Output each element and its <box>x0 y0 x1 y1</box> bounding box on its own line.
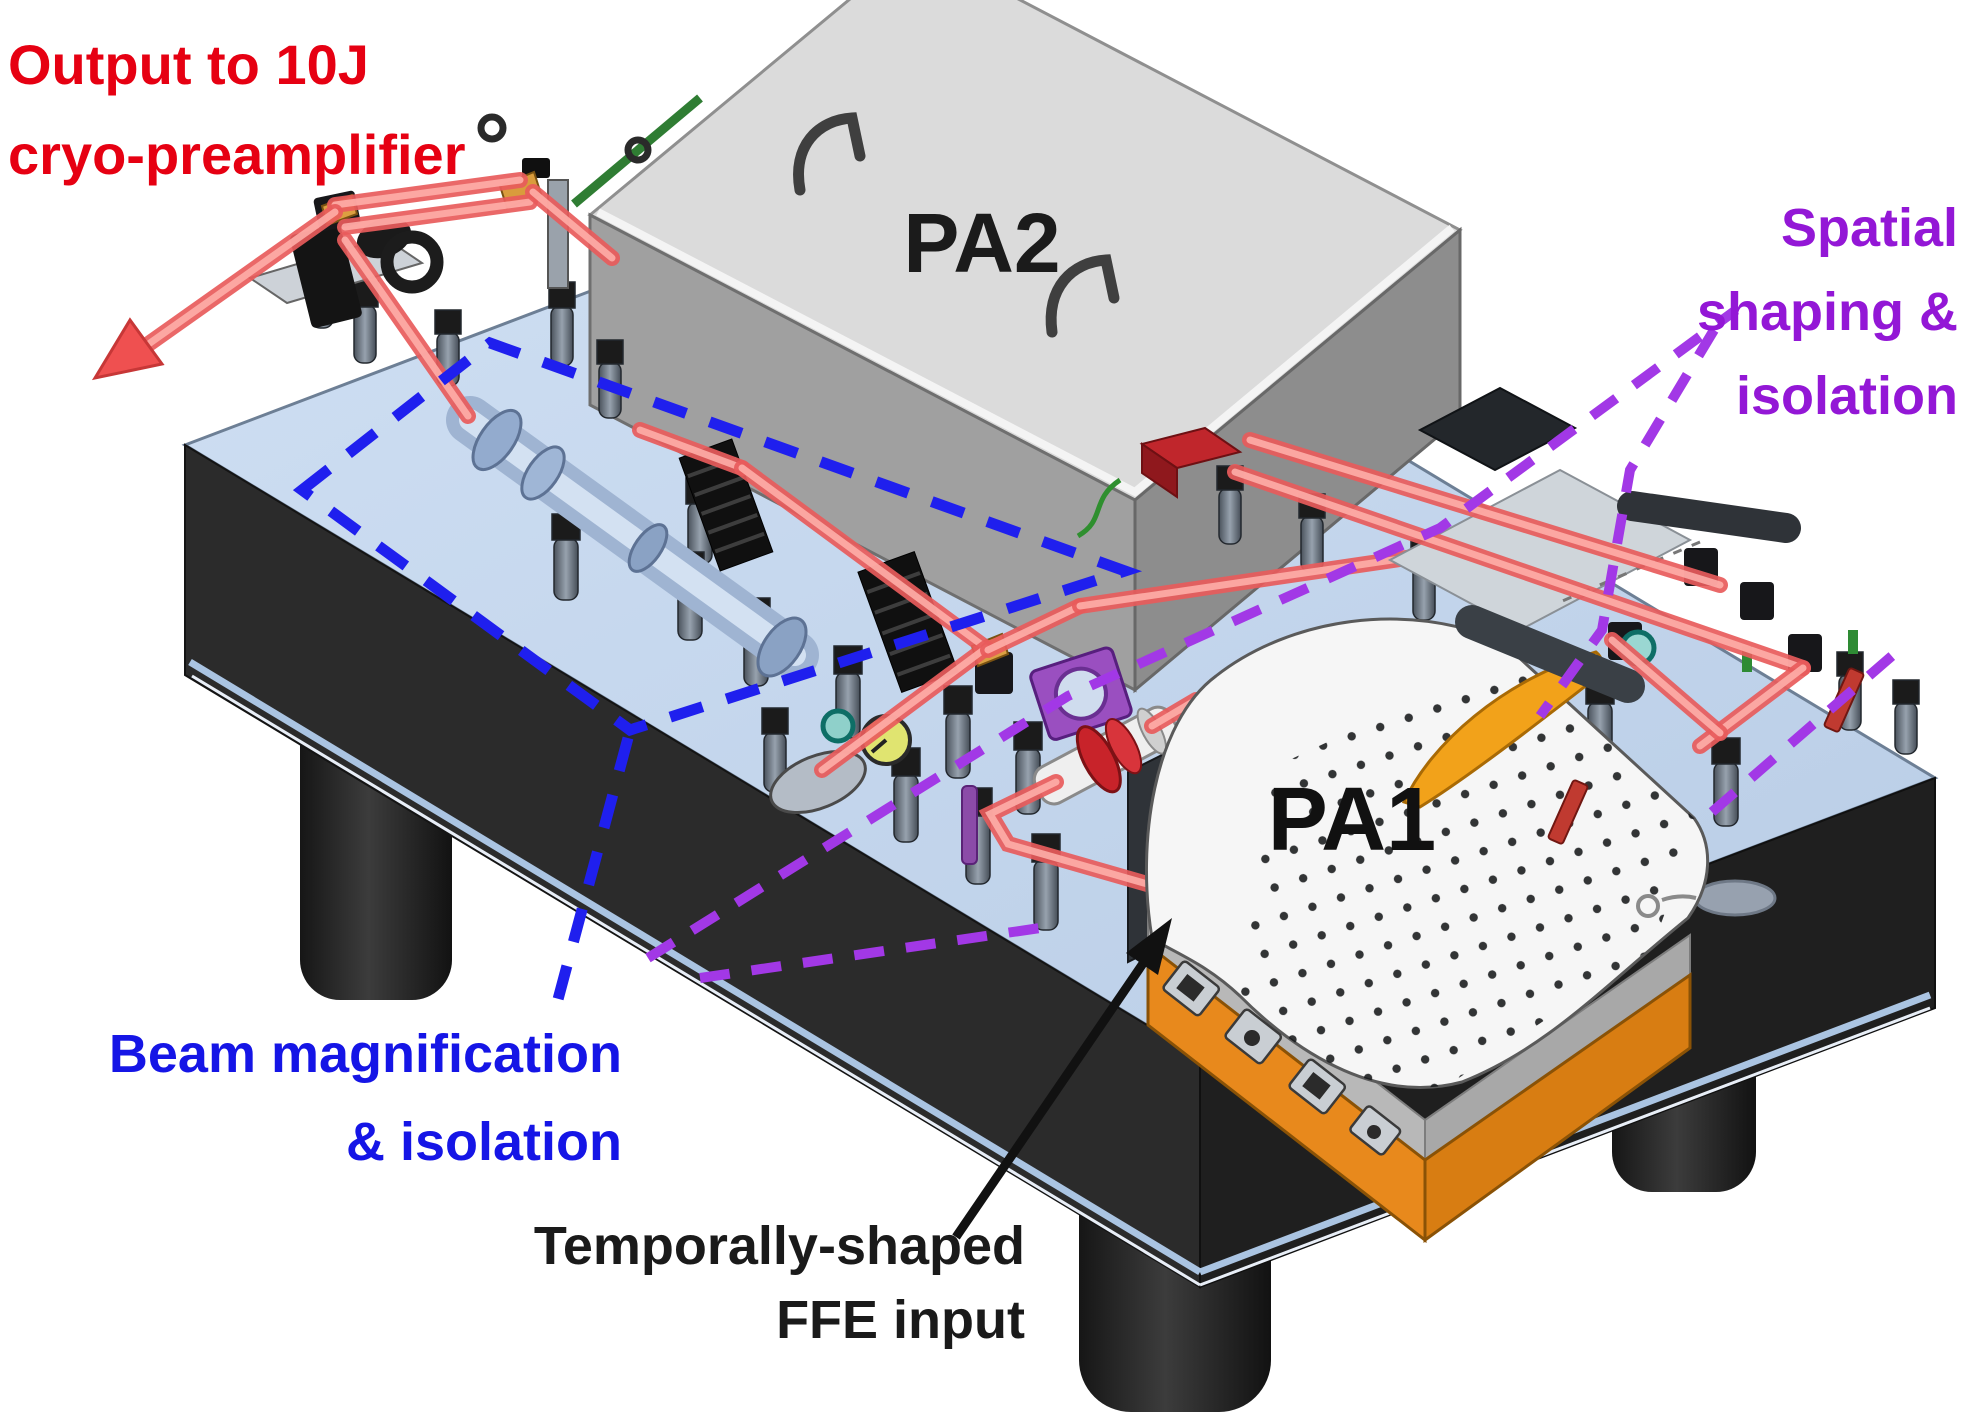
lens-ring-mount <box>380 230 444 294</box>
beam-magnification-label-line2: & isolation <box>346 1112 622 1172</box>
pa2-pcb-strip <box>571 94 703 208</box>
green-optic-tab <box>1742 646 1752 672</box>
pa2-handle <box>793 112 866 196</box>
purple-dashed-region <box>645 305 1912 983</box>
output-label-line1: Output to 10J <box>8 33 369 96</box>
ffe-input-arrow <box>952 918 1172 1240</box>
telescope-flange <box>471 408 523 472</box>
pa2-eyebolt <box>477 113 507 143</box>
dark-lens-tube-upper <box>1617 491 1801 543</box>
pa1-orange-base-right <box>1423 972 1692 1243</box>
pa2-eyebolt <box>624 136 652 164</box>
spatial-label-line1: Spatial <box>1781 198 1958 258</box>
pa2-label: PA2 <box>903 196 1060 290</box>
red-diagnostic-camera <box>1076 426 1243 539</box>
annotation-labels: Output to 10J cryo-preamplifier Spatial … <box>8 33 1958 1350</box>
right-beam-paths <box>1227 432 1811 754</box>
spatial-shaping-outline-descent <box>1535 327 1719 719</box>
telescope-collar <box>627 523 669 573</box>
pa2-handle <box>1045 254 1120 338</box>
pa1-logo-script <box>1661 894 1697 902</box>
beam-magnification-label-line1: Beam magnification <box>109 1024 622 1084</box>
ffe-input-label-line1: Temporally-shaped <box>534 1216 1025 1276</box>
pa1-logo <box>1636 894 1660 918</box>
telescope-flange <box>520 445 566 501</box>
ffe-arrow-shaft <box>952 959 1148 1240</box>
ffe-arrowhead <box>1126 918 1172 975</box>
table-edge-highlight-right <box>1199 1006 1931 1287</box>
pa1-label: PA1 <box>1268 770 1436 870</box>
purple-filter-holder <box>961 785 978 865</box>
telescope-tube-highlight <box>459 409 806 666</box>
pa1-vent-dots <box>1230 642 1700 1088</box>
spatial-shaping-outline-front <box>699 923 1041 983</box>
telescope-end-flange <box>756 616 808 678</box>
green-optic-tab <box>1848 630 1858 654</box>
gauge-needle <box>870 738 888 754</box>
dark-lens-tube <box>1455 605 1645 703</box>
spatial-label-line2: shaping & <box>1697 282 1958 342</box>
faraday-isolator <box>1032 705 1179 806</box>
beam-magnification-outline <box>292 336 1143 737</box>
table-hole <box>1693 879 1777 917</box>
spatial-shaping-outline-right <box>1708 638 1912 816</box>
output-label-line2: cryo-preamplifier <box>8 123 466 186</box>
tall-mount-bracket <box>547 179 569 289</box>
pa2-lid-rim <box>596 208 1455 497</box>
blue-dashed-region <box>292 336 1143 1020</box>
teal-lens <box>820 708 856 744</box>
table-edge-stripe-left <box>188 659 1202 1275</box>
beam-expander-telescope <box>446 396 819 679</box>
pa1-connector-panel <box>1162 960 1402 1156</box>
table-edge-highlight-left <box>191 674 1201 1287</box>
pa1-amplifier-device: PA1 <box>1144 617 1710 1244</box>
red-mount-strip <box>1547 779 1589 845</box>
output-arrowhead <box>91 317 165 381</box>
spatial-shaping-outline <box>645 305 1739 963</box>
output-beam-arrow <box>91 204 343 381</box>
fiber-cable <box>1076 477 1122 539</box>
beam-magnification-connector <box>547 736 634 1020</box>
elliptical-mirror <box>769 749 867 815</box>
right-side-components <box>1387 386 1865 845</box>
mirror-mount <box>1740 582 1774 620</box>
ffe-input-label-line2: FFE input <box>776 1290 1025 1350</box>
black-module-box <box>1417 386 1578 472</box>
spatial-label-line3: isolation <box>1736 366 1958 426</box>
